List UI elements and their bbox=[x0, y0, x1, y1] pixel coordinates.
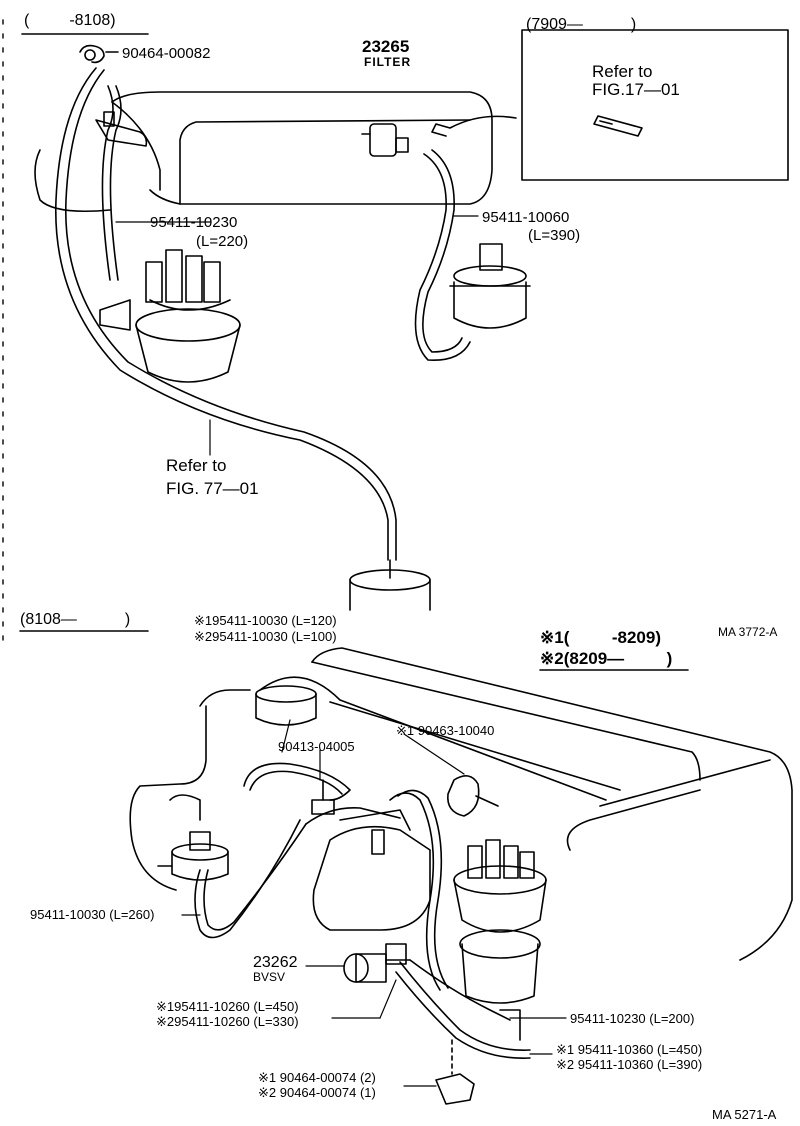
bvsv-part-number: 23262 bbox=[253, 954, 298, 971]
top-clip-part-number: 90464-00082 bbox=[122, 45, 211, 62]
bvsv-name: BVSV bbox=[253, 970, 286, 984]
hose-10060-length: (L=390) bbox=[528, 227, 581, 244]
clip-90464-note-2: ※2 90464-00074 (1) bbox=[258, 1085, 376, 1100]
bottom-clamp bbox=[447, 775, 499, 817]
top-long-vacuum-hose bbox=[54, 67, 397, 561]
filter-part-number: 23265 bbox=[362, 37, 410, 56]
hose-10060-part-number: 95411-10060 bbox=[482, 209, 570, 226]
hose-10360-note-2: ※2 95411-10360 (L=390) bbox=[556, 1057, 703, 1072]
bottom-clip bbox=[435, 1039, 475, 1105]
bottom-engine-block bbox=[129, 647, 793, 961]
part-90413-label: 90413-04005 bbox=[278, 739, 355, 754]
inset-box bbox=[521, 29, 789, 181]
hose-10030-note-2: ※295411-10030 (L=100) bbox=[194, 629, 337, 644]
top-vacuum-valve bbox=[449, 243, 531, 329]
top-clip-icon bbox=[79, 44, 119, 64]
bottom-range-label: (8108— ) bbox=[20, 611, 131, 628]
bottom-hoses bbox=[194, 762, 531, 1059]
top-leaders bbox=[115, 215, 479, 456]
top-distributor bbox=[99, 249, 241, 383]
hose-10030-note-1: ※195411-10030 (L=120) bbox=[194, 613, 337, 628]
top-hose-10230 bbox=[101, 85, 122, 281]
fig-77-reference: FIG. 77—01 bbox=[166, 479, 259, 498]
top-range-label: ( -8108) bbox=[24, 12, 116, 29]
clamp-90463-label: ※1 90463-10040 bbox=[396, 723, 495, 738]
inset-range-label: (7909— ) bbox=[526, 16, 637, 33]
bottom-carburetor bbox=[312, 809, 431, 931]
legend-note-1: ※1( -8209) bbox=[540, 628, 662, 647]
hose-10360-note-1: ※1 95411-10360 (L=450) bbox=[556, 1042, 703, 1057]
inset-fig-17-reference: FIG.17—01 bbox=[592, 80, 680, 99]
top-filter bbox=[361, 123, 409, 157]
bottom-oil-cap bbox=[255, 685, 317, 726]
refer-fig-77-label: Refer to bbox=[166, 456, 227, 475]
bottom-bvsv bbox=[343, 943, 411, 983]
top-canister bbox=[349, 559, 431, 611]
hose-10230-200-label: 95411-10230 (L=200) bbox=[570, 1011, 695, 1026]
hose-10230-part-number: 95411-10230 bbox=[150, 214, 238, 231]
bottom-distributor bbox=[453, 839, 547, 1004]
top-hose-10060 bbox=[414, 149, 471, 361]
hose-10260-note-1: ※195411-10260 (L=450) bbox=[156, 999, 299, 1014]
bottom-tee bbox=[311, 779, 335, 815]
hose-10260-note-2: ※295411-10260 (L=330) bbox=[156, 1014, 299, 1029]
inset-refer-label: Refer to bbox=[592, 62, 653, 81]
hose-10230-length: (L=220) bbox=[196, 233, 249, 250]
top-vacuum-tee bbox=[95, 111, 148, 147]
diagram-code-5271: MA 5271-A bbox=[712, 1107, 777, 1122]
clip-90464-note-1: ※1 90464-00074 (2) bbox=[258, 1070, 376, 1085]
hose-10030-260-label: 95411-10030 (L=260) bbox=[30, 907, 155, 922]
diagram-code-3772: MA 3772-A bbox=[718, 625, 778, 639]
bottom-leaders bbox=[181, 719, 567, 1087]
filter-name: FILTER bbox=[364, 55, 412, 69]
bottom-vacuum-valve bbox=[157, 831, 229, 881]
top-arrow bbox=[431, 115, 517, 137]
legend-note-2: ※2(8209— ) bbox=[540, 649, 673, 668]
